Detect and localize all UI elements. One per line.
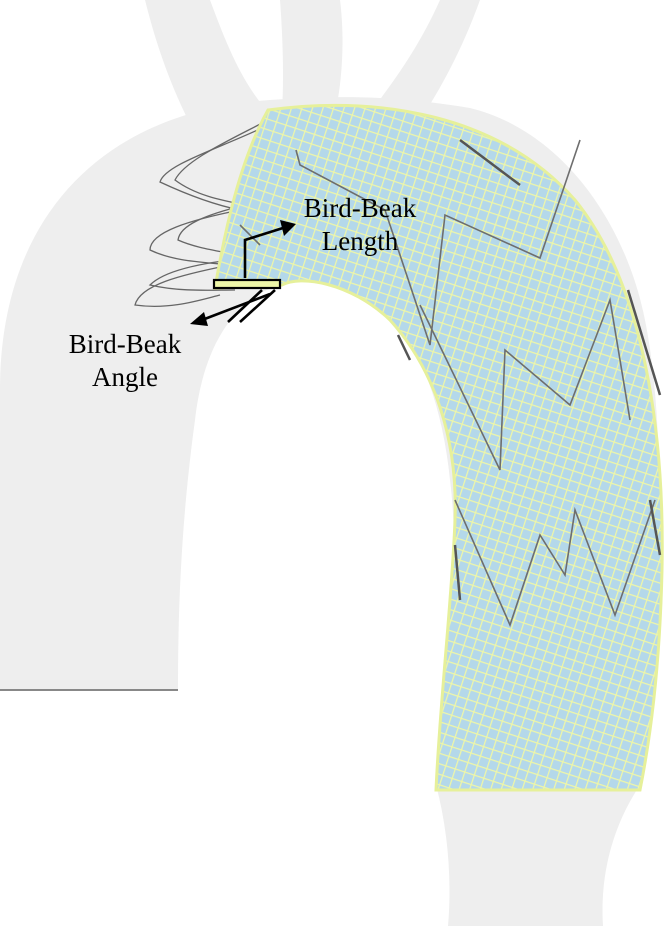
bird-beak-length-label: Bird-Beak Length bbox=[272, 192, 448, 258]
bird-beak-length-line1: Bird-Beak bbox=[272, 192, 448, 225]
bird-beak-angle-line2: Angle bbox=[40, 361, 210, 394]
bird-beak-angle-line1: Bird-Beak bbox=[40, 328, 210, 361]
bird-beak-length-line2: Length bbox=[272, 225, 448, 258]
bird-beak-angle-label: Bird-Beak Angle bbox=[40, 328, 210, 394]
bird-beak-length-bracket bbox=[214, 280, 280, 288]
